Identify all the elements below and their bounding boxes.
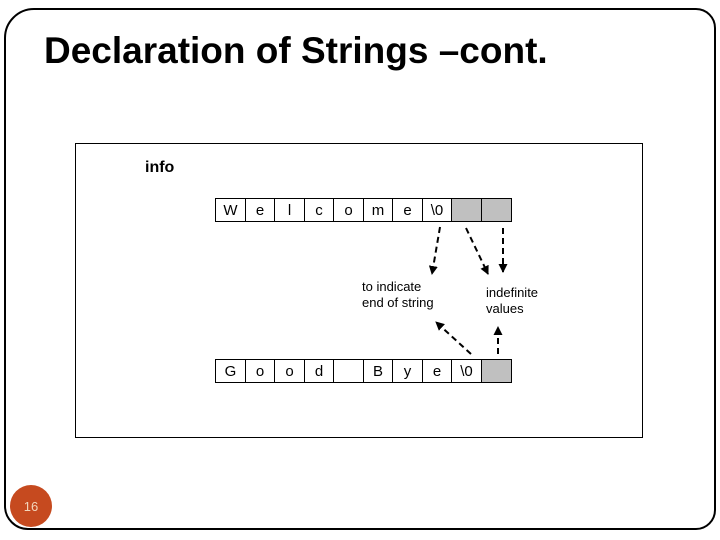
slide-title: Declaration of Strings –cont. — [44, 30, 548, 71]
page-number: 16 — [23, 498, 39, 514]
array-cell — [480, 359, 512, 383]
annotation-line: indefinite — [486, 285, 539, 300]
array-cell: o — [274, 359, 305, 383]
annotation-line: end of string — [362, 295, 434, 310]
array-cell: G — [215, 359, 246, 383]
array-cell: y — [392, 359, 423, 383]
annotation-line: to indicate — [362, 279, 422, 294]
array-cell: \0 — [421, 198, 453, 222]
annotation-line: values — [486, 301, 524, 316]
indefinite-values-annotation: indefinite values — [486, 285, 538, 317]
array-cell — [333, 359, 364, 383]
array-cell: W — [215, 198, 246, 222]
end-of-string-annotation: to indicate end of string — [362, 279, 434, 311]
page-number-badge: 16 — [10, 485, 52, 527]
array-cell: e — [421, 359, 453, 383]
array-cell: c — [303, 198, 335, 222]
array-cell — [451, 198, 482, 222]
array-cell: d — [303, 359, 335, 383]
array-cell: e — [392, 198, 423, 222]
array-name-label: info — [145, 159, 175, 176]
slide-border — [4, 8, 716, 530]
array-cell: e — [244, 198, 276, 222]
array-cell: l — [274, 198, 305, 222]
array-cell: B — [362, 359, 394, 383]
array-cell: o — [244, 359, 276, 383]
array-cell: \0 — [451, 359, 482, 383]
array-cell: o — [333, 198, 364, 222]
diagram-box — [75, 143, 643, 438]
array-cell — [480, 198, 512, 222]
array-cell: m — [362, 198, 394, 222]
